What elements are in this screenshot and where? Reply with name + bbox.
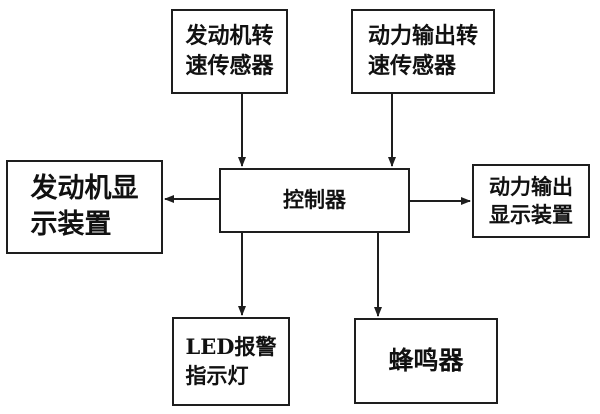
buzzer-node: 蜂鸣器	[354, 318, 498, 404]
buzzer-label: 蜂鸣器	[388, 346, 464, 376]
controller-node: 控制器	[219, 168, 410, 233]
output-speed-sensor-label: 动力输出转 速传感器	[367, 23, 478, 79]
output-speed-sensor-node: 动力输出转 速传感器	[351, 9, 495, 94]
led-alarm-indicator-node: LED报警 指示灯	[172, 317, 290, 406]
engine-display-label: 发动机显 示装置	[30, 172, 139, 240]
engine-speed-sensor-node: 发动机转 速传感器	[171, 9, 288, 94]
controller-label: 控制器	[283, 188, 346, 213]
output-display-label: 动力输出 显示装置	[489, 174, 573, 227]
led-alarm-indicator-label: LED报警 指示灯	[185, 334, 277, 388]
engine-speed-sensor-label: 发动机转 速传感器	[185, 23, 274, 79]
output-display-node: 动力输出 显示装置	[472, 164, 590, 238]
engine-display-node: 发动机显 示装置	[6, 160, 163, 254]
